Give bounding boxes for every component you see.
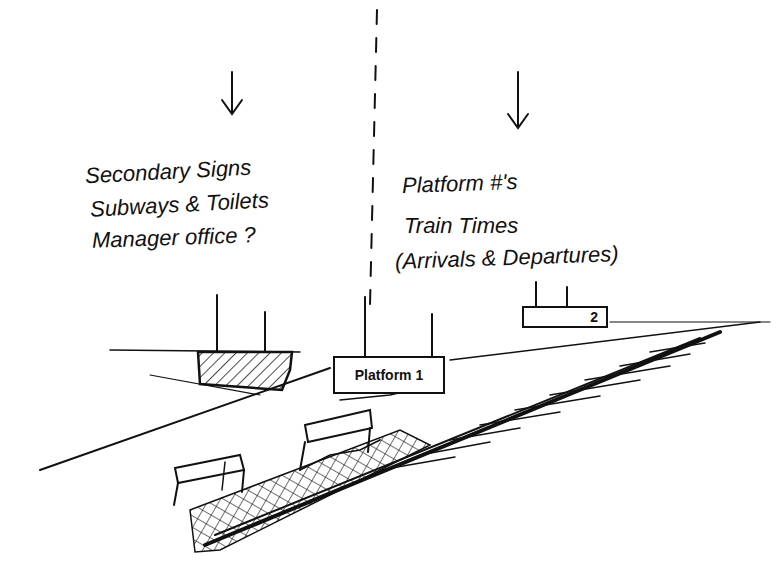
handwritten-note: Platform #'s bbox=[402, 170, 518, 198]
handwritten-note: Subways & Toilets bbox=[89, 188, 269, 222]
platform-sign: Platform 1 bbox=[333, 356, 445, 394]
sign-text: 2 bbox=[590, 309, 598, 325]
handwritten-note: Manager office ? bbox=[92, 223, 257, 253]
handwritten-note: Secondary Signs bbox=[84, 156, 251, 189]
sign-text: Platform 1 bbox=[355, 367, 423, 383]
handwritten-note: (Arrivals & Departures) bbox=[395, 242, 619, 274]
handwritten-note: Train Times bbox=[404, 214, 518, 238]
platform-sign: 2 bbox=[522, 306, 608, 328]
